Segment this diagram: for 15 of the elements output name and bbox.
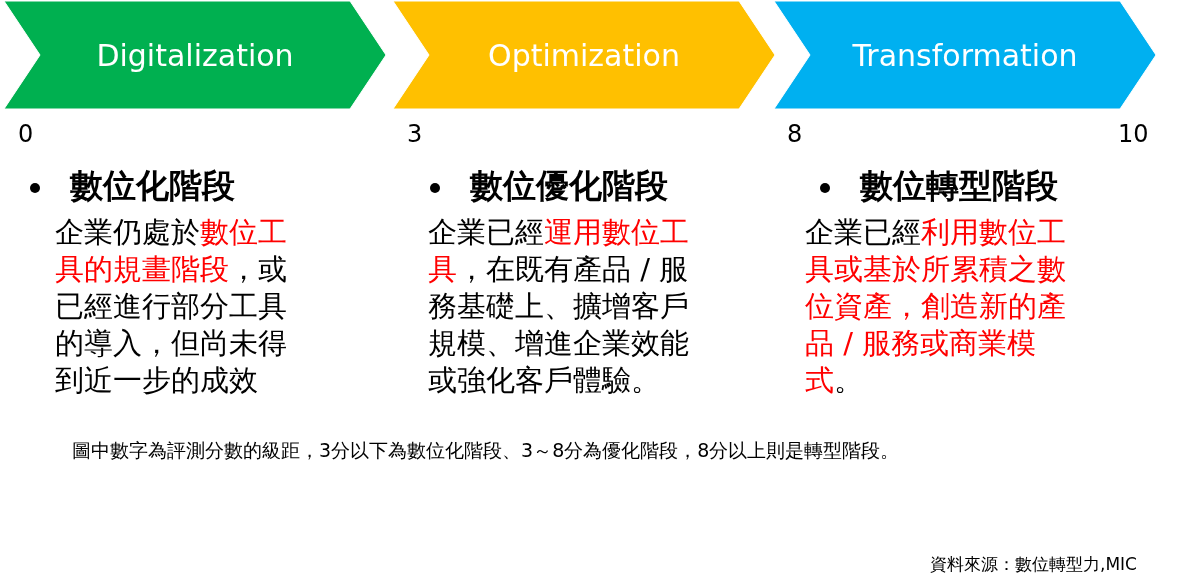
chevron-shape: Optimization (393, 1, 775, 109)
scale-number: 8 (787, 120, 803, 148)
scale-number: 10 (1118, 120, 1149, 148)
stage-description: 企業已經運用數位工具，在既有產品 / 服務基礎上、擴增客戶規模、增進企業效能或強化客戶體驗。 (428, 214, 690, 399)
source-note: 資料來源：數位轉型力,MIC (930, 553, 1137, 576)
chevron-shape: Transformation (774, 1, 1156, 109)
stage-description: 企業已經利用數位工具或基於所累積之數位資產，創造新的產品 / 服務或商業模式。 (805, 214, 1067, 399)
stage-heading: 數位轉型階段 (860, 165, 1058, 207)
stage-heading: 數位化階段 (70, 165, 235, 207)
footnote: 圖中數字為評測分數的級距，3分以下為數位化階段、3～8分為優化階段，8分以上則是轉型階段。 (72, 438, 900, 463)
scale-number: 0 (18, 120, 34, 148)
chevron-shape: Digitalization (4, 1, 386, 109)
stage-heading: 數位優化階段 (470, 165, 668, 207)
scale-number: 3 (407, 120, 423, 148)
stage-description: 企業仍處於數位工具的規畫階段，或已經進行部分工具的導入，但尚未得到近一步的成效 (55, 214, 288, 399)
